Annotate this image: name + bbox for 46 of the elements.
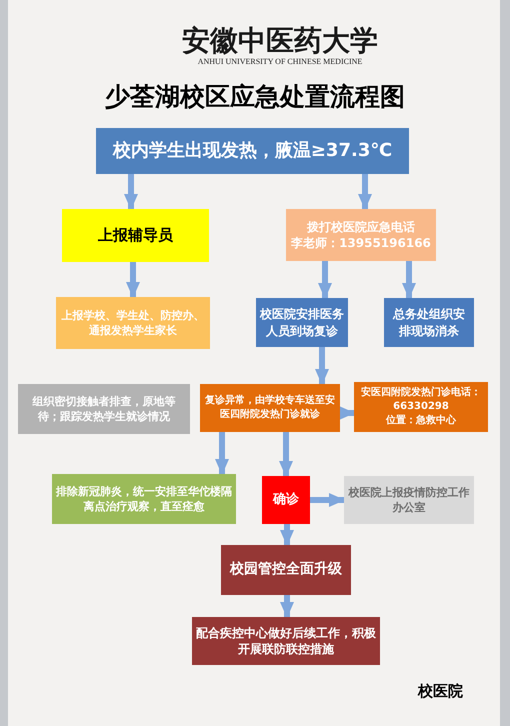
arrow bbox=[279, 432, 293, 477]
box-text: 李老师：13955196166 bbox=[291, 235, 431, 252]
box-text: 校内学生出现发热，腋温≥37.3℃ bbox=[112, 138, 392, 163]
box-text: 安医四附院发热门诊电话：66330298 bbox=[360, 386, 482, 414]
title: 少荃湖校区应急处置流程图 bbox=[104, 84, 406, 109]
arrow bbox=[358, 174, 372, 210]
box-text: 校园管控全面升级 bbox=[230, 560, 342, 580]
process-box bbox=[96, 128, 409, 174]
process-box bbox=[384, 298, 474, 347]
arrow bbox=[339, 406, 355, 420]
process-box bbox=[62, 209, 209, 262]
process-box bbox=[262, 476, 310, 524]
box-text: 确诊 bbox=[273, 491, 299, 509]
process-box bbox=[200, 384, 340, 432]
box-text: 总务处组织安排现场消杀 bbox=[392, 306, 466, 339]
process-box bbox=[18, 384, 190, 434]
arrow bbox=[310, 493, 345, 507]
process-box bbox=[344, 476, 474, 524]
university-name: 安徽中医药大学 bbox=[181, 27, 379, 55]
process-box bbox=[56, 297, 210, 349]
process-box bbox=[256, 298, 348, 347]
arrow bbox=[402, 261, 416, 299]
university-name-english: ANHUI UNIVERSITY OF CHINESE MEDICINE bbox=[196, 58, 364, 66]
box-text: 上报辅导员 bbox=[98, 225, 173, 246]
arrow bbox=[315, 347, 329, 385]
box-text: 校医院上报疫情防控工作办公室 bbox=[348, 484, 470, 516]
process-box bbox=[354, 382, 488, 432]
arrow bbox=[124, 174, 138, 210]
process-box bbox=[52, 474, 236, 524]
box-text: 位置：急救中心 bbox=[386, 414, 456, 428]
box-text: 拨打校医院应急电话 bbox=[307, 218, 415, 235]
signature-text: 校医院 bbox=[418, 681, 463, 702]
arrow bbox=[318, 261, 332, 299]
box-text: 复诊异常，由学校专车送至安医四附院发热门诊就诊 bbox=[204, 394, 336, 422]
process-box bbox=[286, 209, 436, 261]
process-box bbox=[221, 545, 351, 595]
arrow bbox=[280, 595, 294, 618]
process-box bbox=[192, 617, 380, 665]
box-text: 上报学校、学生处、防控办、通报发热学生家长 bbox=[60, 308, 206, 338]
box-text: 配合疾控中心做好后续工作，积极开展联防联控措施 bbox=[196, 624, 376, 658]
arrow bbox=[126, 262, 140, 298]
arrow bbox=[215, 432, 229, 475]
box-text: 组织密切接触者排查，原地等待；跟踪发热学生就诊情况 bbox=[31, 394, 176, 424]
box-text: 排除新冠肺炎，统一安排至华佗楼隔离点治疗观察，直至痊愈 bbox=[56, 484, 232, 514]
arrow bbox=[280, 524, 294, 546]
box-text: 校医院安排医务人员到场复诊 bbox=[260, 306, 344, 339]
